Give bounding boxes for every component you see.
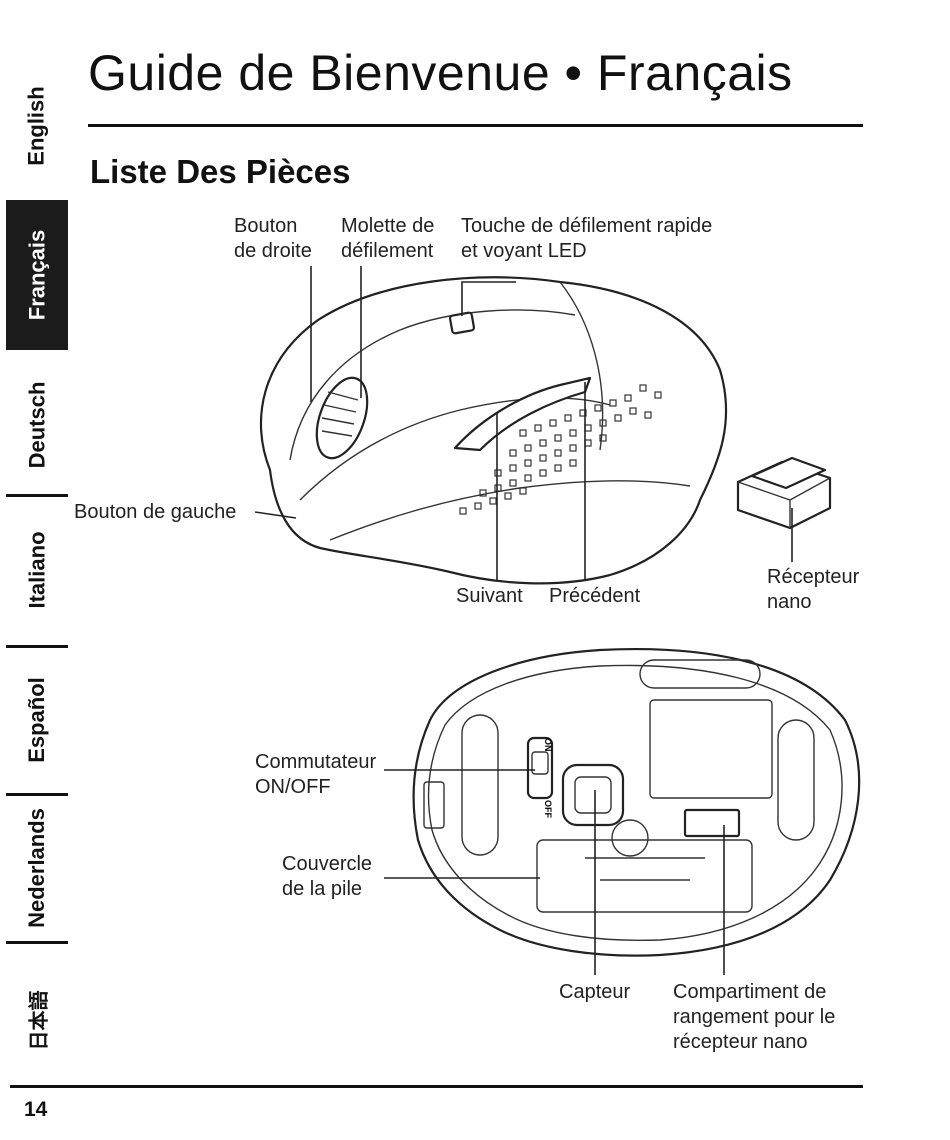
on-off-switch-icon (526, 736, 554, 800)
scroll-wheel-icon (315, 376, 369, 460)
footer-divider (10, 1085, 863, 1088)
lang-divider (6, 645, 68, 648)
mouse-top-view (259, 276, 728, 585)
lang-divider (6, 793, 68, 796)
sensor-icon (561, 763, 625, 827)
lang-tab-francais[interactable]: Français (6, 200, 68, 350)
mouse-bottom-view (412, 648, 861, 957)
callout-lines (254, 266, 793, 975)
page-number: 14 (24, 1098, 48, 1121)
label-next: Suivant (456, 585, 523, 607)
label-previous: Précédent (549, 585, 641, 607)
section-title: Liste Des Pièces (90, 153, 351, 190)
title-divider (88, 124, 863, 127)
page-title: Guide de Bienvenue • Français (88, 45, 793, 101)
switch-off-mark: OFF (543, 800, 553, 818)
receiver-storage-slot-icon (683, 808, 741, 838)
switch-on-mark: ON (543, 738, 553, 752)
fast-scroll-button-icon (448, 311, 476, 335)
label-left-button: Bouton de gauche (74, 501, 237, 523)
battery-cover-icon (536, 839, 753, 913)
nano-receiver-illustration (736, 456, 832, 530)
lang-divider (6, 941, 68, 944)
lang-divider (6, 494, 68, 497)
label-sensor: Capteur (559, 981, 631, 1003)
